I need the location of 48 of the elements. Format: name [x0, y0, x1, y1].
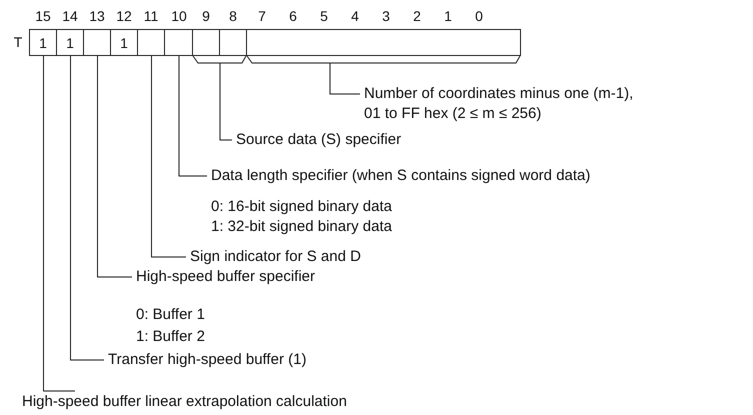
field-description: Sign indicator for S and D [190, 247, 361, 267]
bit-number: 12 [116, 8, 132, 24]
bit-number: 9 [202, 8, 210, 24]
bit-number: 3 [382, 8, 390, 24]
bit-cell [110, 29, 138, 56]
value-note: 1: 32-bit signed binary data [211, 217, 392, 237]
register-label: T [14, 34, 22, 50]
bit-number: 13 [89, 8, 105, 24]
bit-cell [164, 29, 193, 56]
field-description: High-speed buffer linear extrapolation calculation [22, 392, 347, 412]
bit-number: 6 [289, 8, 297, 24]
bit-number: 5 [320, 8, 328, 24]
leader-line [220, 56, 246, 140]
bit-number: 8 [229, 8, 237, 24]
bit-cell [56, 29, 84, 56]
leader-line [43, 56, 76, 392]
value-note: 0: 16-bit signed binary data [211, 197, 392, 217]
value-note: 1: Buffer 2 [136, 327, 205, 347]
field-description: Data length specifier (when S contains signed word data) [211, 166, 590, 186]
bit-value: 1 [120, 34, 128, 50]
bit-number: 7 [258, 8, 266, 24]
bit-number: 0 [475, 8, 483, 24]
field-description: Source data (S) specifier [236, 130, 402, 150]
bit-cell [192, 29, 220, 56]
bit-number: 10 [171, 8, 187, 24]
leader-line [70, 56, 104, 360]
bit-value: 1 [39, 34, 47, 50]
bit-cell [137, 29, 165, 56]
value-note: 01 to FF hex (2 ≤ m ≤ 256) [364, 104, 542, 124]
leader-line [246, 56, 520, 94]
bit-value: 1 [66, 34, 74, 50]
field-description: Transfer high-speed buffer (1) [108, 350, 306, 370]
leader-line [151, 56, 186, 258]
field-description: Number of coordinates minus one (m-1), [364, 84, 634, 104]
value-note: 0: Buffer 1 [136, 305, 205, 325]
bit-number: 4 [351, 8, 359, 24]
bit-cell [246, 29, 521, 56]
bit-number: 1 [444, 8, 452, 24]
bit-number: 15 [35, 8, 51, 24]
bit-cell [29, 29, 57, 56]
bit-cell [219, 29, 247, 56]
bit-number: 11 [144, 8, 158, 24]
bit-number: 14 [62, 8, 78, 24]
leader-line [178, 56, 208, 176]
bit-number: 2 [413, 8, 421, 24]
field-description: High-speed buffer specifier [136, 267, 315, 287]
bit-cell [83, 29, 111, 56]
leader-line [97, 56, 132, 278]
